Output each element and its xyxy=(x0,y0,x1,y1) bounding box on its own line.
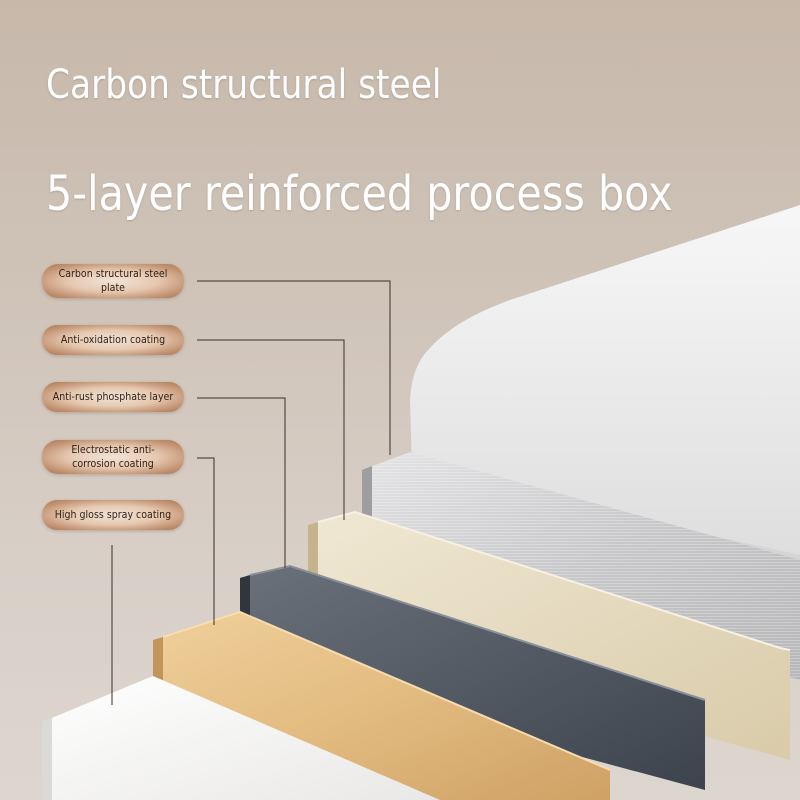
layer-label-3-text: Anti-rust phosphate layer xyxy=(52,390,174,403)
subtitle: 5-layer reinforced process box xyxy=(46,166,673,222)
leader-line-2 xyxy=(197,339,345,520)
layer-label-5: High gloss spray coating xyxy=(42,500,184,530)
layer-label-3: Anti-rust phosphate layer xyxy=(42,382,184,412)
main-title: Carbon structural steel xyxy=(46,62,442,108)
layer-label-4: Electrostatic anti-corrosion coating xyxy=(42,440,184,474)
layer-white xyxy=(42,676,440,800)
leader-line-3 xyxy=(197,397,286,568)
layer-label-2-text: Anti-oxidation coating xyxy=(60,333,166,346)
layer-label-1-text: Carbon structural steel plate xyxy=(58,267,168,294)
layer-label-4-text: Electrostatic anti-corrosion coating xyxy=(71,443,155,470)
leader-line-1 xyxy=(197,280,391,455)
top-block xyxy=(410,205,800,555)
layer-label-2: Anti-oxidation coating xyxy=(42,325,184,355)
layer-label-1: Carbon structural steel plate xyxy=(42,264,184,298)
leader-line-4 xyxy=(197,457,215,625)
layer-label-5-text: High gloss spray coating xyxy=(54,508,172,521)
